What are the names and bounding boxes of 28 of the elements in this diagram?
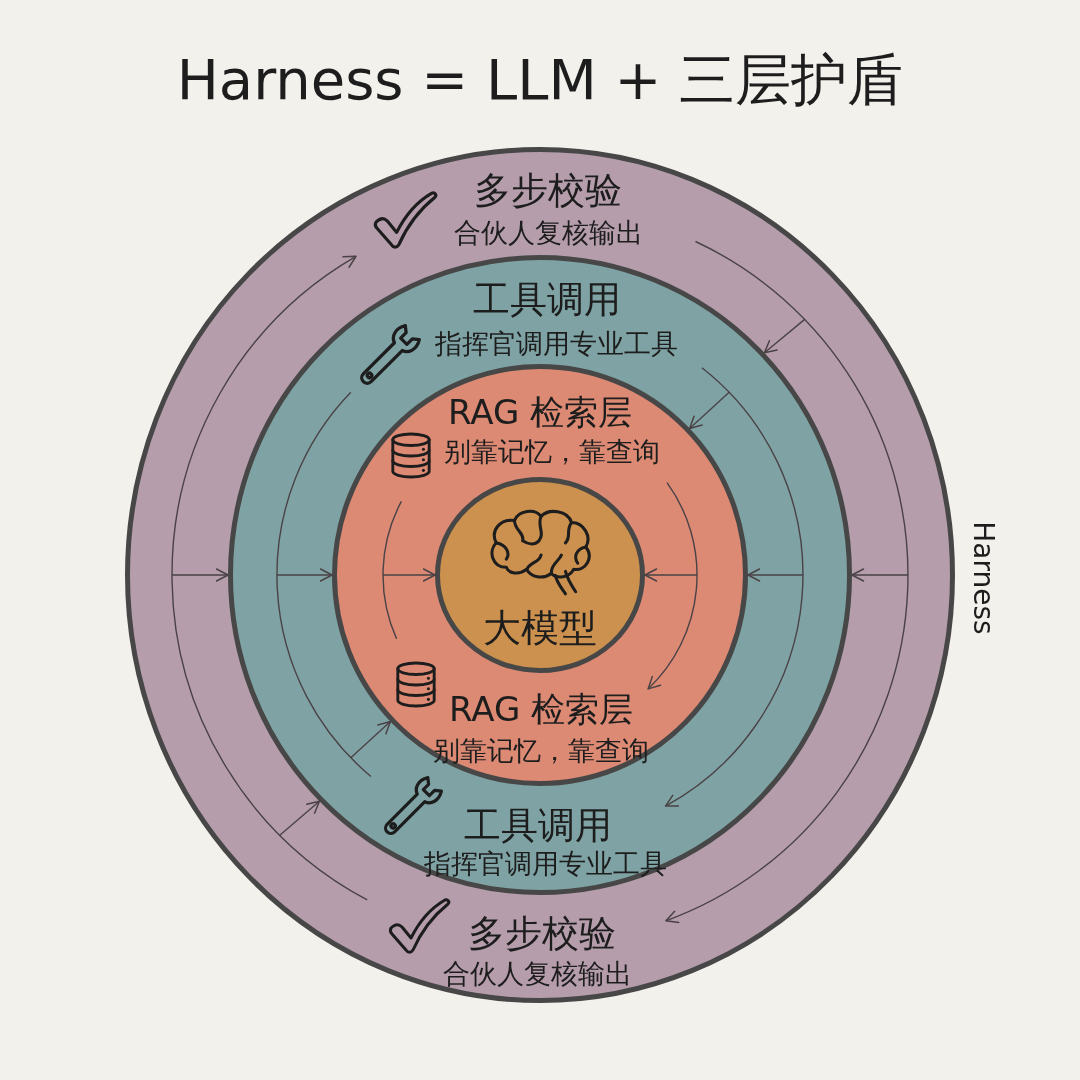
arrow (763, 318, 806, 354)
layer-title: RAG 检索层 (448, 691, 634, 729)
arrow (382, 568, 436, 582)
layer-description: 别靠记忆，靠查询 (444, 437, 660, 467)
layer-title: 多步校验 (468, 913, 616, 955)
arrow (644, 568, 698, 582)
core-label: 大模型 (483, 608, 597, 650)
inner-ring (332, 364, 748, 786)
layer-title: RAG 检索层 (447, 394, 633, 432)
diagram-title: Harness = LLM + 三层护盾 (176, 49, 904, 111)
arrow (851, 568, 909, 582)
layer-title: 工具调用 (464, 805, 612, 847)
layer-title: 多步校验 (474, 170, 622, 212)
arrow (279, 800, 321, 836)
arrow (171, 568, 229, 582)
layer-description: 指挥官调用专业工具 (434, 329, 678, 359)
side-label: Harness (967, 521, 999, 635)
layer-description: 合伙人复核输出 (442, 959, 632, 989)
arrow (350, 720, 392, 759)
arrow (747, 568, 804, 582)
layer-description: 别靠记忆，靠查询 (433, 736, 649, 766)
outer-ring (125, 147, 955, 1003)
layer-title: 工具调用 (473, 279, 621, 321)
layer-description: 合伙人复核输出 (453, 218, 643, 248)
arrow (688, 391, 730, 430)
core-circle (435, 477, 645, 673)
arrow (276, 568, 333, 582)
middle-ring (228, 255, 852, 895)
